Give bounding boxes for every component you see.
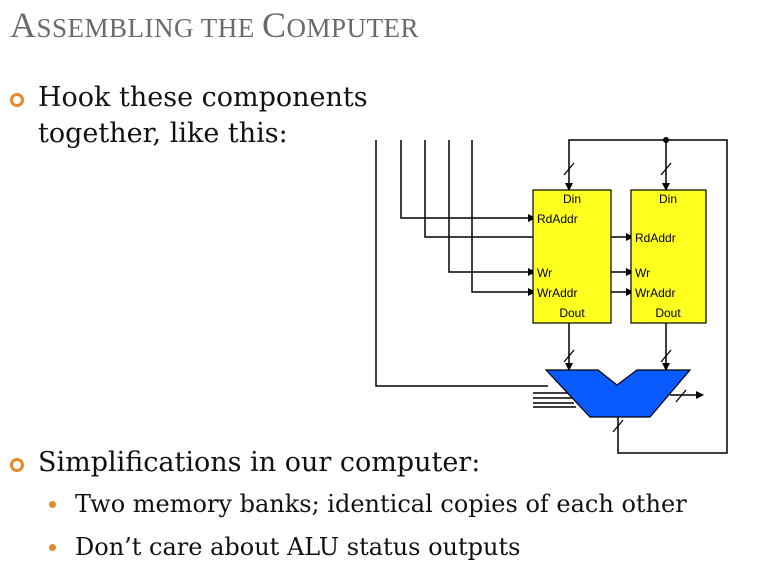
title-part: A	[10, 5, 37, 45]
label-wr: Wr	[537, 266, 552, 280]
title-part: C	[262, 5, 287, 45]
bullet-marker	[10, 458, 24, 472]
bullet-text: together, like this:	[38, 118, 288, 149]
label-dout: Dout	[655, 306, 681, 320]
label-rdaddr: RdAddr	[537, 212, 578, 226]
label-wr: Wr	[635, 266, 650, 280]
label-din: Din	[659, 192, 677, 206]
junction-dot	[663, 137, 669, 143]
title-part: OMPUTER	[286, 13, 420, 43]
control-lines	[375, 140, 634, 408]
sub-bullet-text: Don’t care about ALU status outputs	[75, 533, 521, 561]
sub-bullet-marker	[49, 544, 56, 551]
bullet-text: Hook these components	[38, 82, 368, 113]
title-part: SSEMBLING THE	[36, 13, 263, 43]
label-wraddr: WrAddr	[635, 286, 675, 300]
feedback-bus	[565, 139, 728, 454]
sub-bullet-text: Two memory banks; identical copies of ea…	[75, 490, 687, 518]
bullet-marker	[10, 93, 24, 107]
dout-wires	[565, 323, 670, 371]
label-rdaddr: RdAddr	[635, 231, 676, 245]
memory-left: Din RdAddr Wr WrAddr Dout	[532, 189, 612, 324]
alu-shape	[544, 369, 692, 418]
bullet-text: Simplifications in our computer:	[38, 447, 481, 478]
sub-bullet-marker	[49, 501, 56, 508]
memory-right: Din RdAddr Wr WrAddr Dout	[630, 189, 707, 324]
slide-title: ASSEMBLING THE COMPUTER	[10, 4, 419, 46]
label-dout: Dout	[559, 306, 585, 320]
label-din: Din	[563, 192, 581, 206]
label-wraddr: WrAddr	[537, 286, 577, 300]
alu-output-wires	[617, 391, 704, 436]
